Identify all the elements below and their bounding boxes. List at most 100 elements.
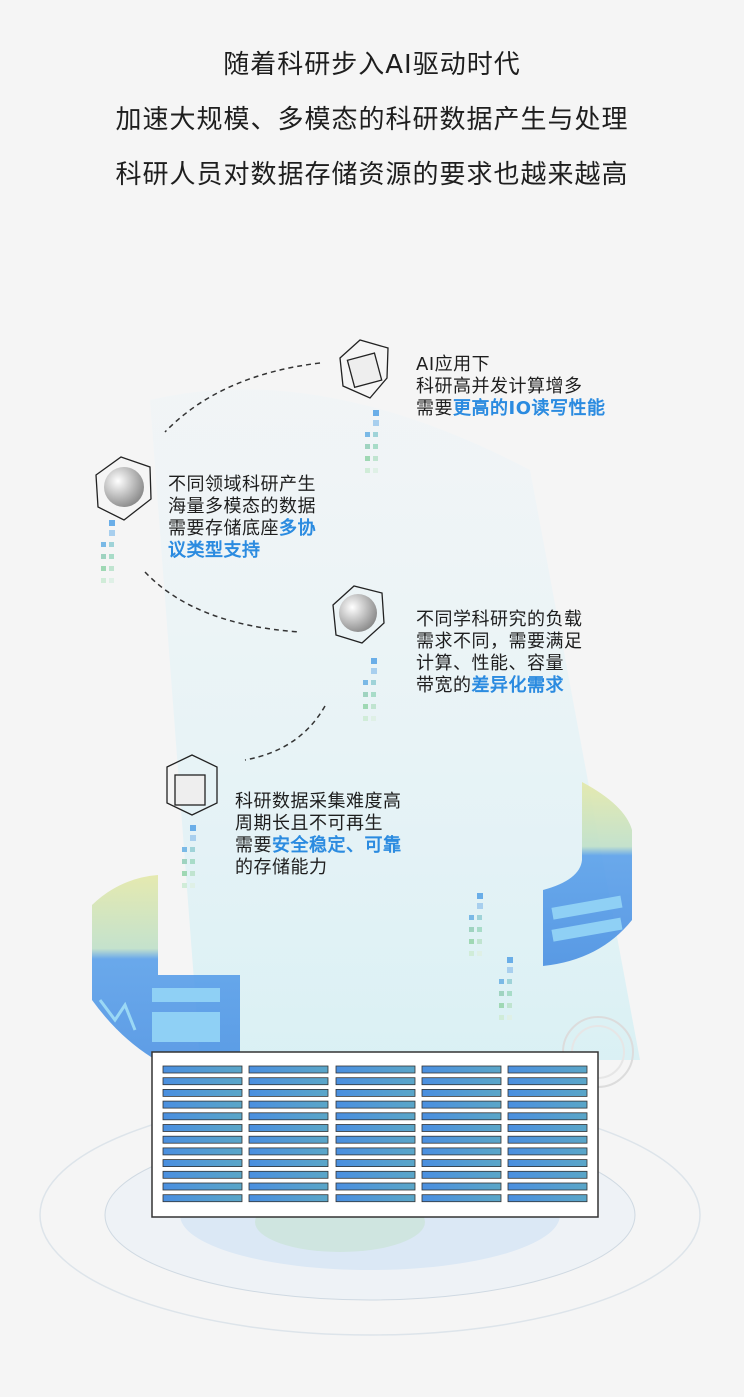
pulse-dot bbox=[371, 668, 377, 674]
pulse-dot bbox=[190, 825, 196, 831]
connector-arc bbox=[144, 571, 301, 633]
pulse-dot bbox=[477, 893, 483, 899]
pulse-dot bbox=[469, 915, 474, 920]
server-bar bbox=[507, 1065, 588, 1074]
server-bar bbox=[335, 1065, 416, 1074]
pulse-dot bbox=[373, 410, 379, 416]
server-bar bbox=[421, 1124, 502, 1132]
server-bar bbox=[507, 1147, 588, 1156]
server-bar bbox=[507, 1194, 588, 1203]
server-bar bbox=[507, 1170, 588, 1179]
pulse-dot bbox=[182, 847, 187, 852]
callout-text: 需求不同，需要满足 bbox=[416, 631, 583, 652]
connector-arc bbox=[244, 705, 326, 761]
pulse-dot bbox=[109, 578, 114, 583]
callout-highlight: 多协 bbox=[279, 518, 316, 539]
pulse-dot bbox=[109, 554, 114, 559]
pulse-dot bbox=[499, 991, 504, 996]
data-pulse-dots bbox=[101, 410, 513, 1020]
callout-highlight: 安全稳定、可靠 bbox=[272, 835, 402, 856]
server-bar bbox=[162, 1077, 243, 1086]
intro-line-1: 随着科研步入AI驱动时代 bbox=[223, 50, 521, 80]
server-bar bbox=[248, 1100, 329, 1109]
pulse-dot bbox=[190, 835, 196, 841]
curved-screen-icon bbox=[92, 875, 240, 1085]
pulse-dot bbox=[499, 1003, 504, 1008]
pulse-dot bbox=[373, 456, 378, 461]
wireframe-cube-icon bbox=[166, 754, 218, 816]
pulse-dot bbox=[365, 444, 370, 449]
server-bar bbox=[248, 1159, 329, 1167]
server-bar bbox=[421, 1112, 502, 1121]
server-rack-icon bbox=[151, 1051, 599, 1218]
server-bar bbox=[335, 1170, 416, 1179]
server-bar bbox=[421, 1147, 502, 1156]
server-bar bbox=[421, 1170, 502, 1179]
server-bar bbox=[507, 1124, 588, 1132]
pulse-dot bbox=[499, 1015, 504, 1020]
pulse-dot bbox=[109, 530, 115, 536]
callout-text: 海量多模态的数据 bbox=[168, 496, 316, 517]
pulse-dot bbox=[365, 432, 370, 437]
callout-differentiated-needs: 不同学科研究的负载 需求不同，需要满足 计算、性能、容量 带宽的差异化需求 bbox=[416, 609, 583, 697]
server-bar bbox=[248, 1124, 329, 1132]
curved-screen-icon bbox=[543, 782, 632, 966]
pulse-dot bbox=[365, 456, 370, 461]
server-bar bbox=[162, 1065, 243, 1074]
server-bar bbox=[248, 1089, 329, 1097]
pulse-dot bbox=[363, 716, 368, 721]
pulse-dot bbox=[507, 1003, 512, 1008]
pulse-dot bbox=[469, 927, 474, 932]
callout-text: 科研数据采集难度高 bbox=[235, 791, 402, 812]
server-bar bbox=[421, 1159, 502, 1167]
callout-text: 的存储能力 bbox=[235, 857, 328, 878]
server-bar bbox=[162, 1100, 243, 1109]
pulse-dot bbox=[371, 692, 376, 697]
callout-text: 计算、性能、容量 bbox=[416, 653, 564, 674]
server-bar bbox=[248, 1194, 329, 1203]
callout-text: 带宽的 bbox=[416, 675, 472, 696]
server-bar bbox=[507, 1135, 588, 1144]
wireframe-sphere-icon bbox=[332, 585, 385, 644]
pulse-dot bbox=[190, 883, 195, 888]
callout-text: 需要 bbox=[235, 835, 272, 856]
server-bar bbox=[248, 1170, 329, 1179]
intro-line-2: 加速大规模、多模态的科研数据产生与处理 bbox=[115, 105, 629, 135]
pulse-dot bbox=[365, 468, 370, 473]
server-bar bbox=[507, 1089, 588, 1097]
server-bar bbox=[335, 1112, 416, 1121]
pulse-dot bbox=[182, 883, 187, 888]
server-bar bbox=[421, 1100, 502, 1109]
server-bar bbox=[162, 1170, 243, 1179]
pulse-dot bbox=[499, 979, 504, 984]
pulse-dot bbox=[182, 859, 187, 864]
server-bar bbox=[421, 1077, 502, 1086]
pulse-dot bbox=[477, 927, 482, 932]
pulse-dot bbox=[109, 566, 114, 571]
server-bar bbox=[335, 1147, 416, 1156]
pulse-dot bbox=[101, 578, 106, 583]
wireframe-cube-icon bbox=[339, 339, 389, 399]
server-bar bbox=[421, 1182, 502, 1191]
pulse-dot bbox=[190, 859, 195, 864]
server-bar bbox=[162, 1159, 243, 1167]
pulse-dot bbox=[477, 903, 483, 909]
callout-highlight: 更高的IO读写性能 bbox=[453, 398, 606, 419]
pulse-dot bbox=[182, 871, 187, 876]
pulse-dot bbox=[507, 991, 512, 996]
server-bar bbox=[162, 1112, 243, 1121]
pulse-dot bbox=[469, 951, 474, 956]
server-bar bbox=[248, 1065, 329, 1074]
pulse-dot bbox=[101, 554, 106, 559]
pulse-dot bbox=[101, 542, 106, 547]
server-bar bbox=[162, 1182, 243, 1191]
server-bar bbox=[248, 1077, 329, 1086]
pulse-dot bbox=[507, 967, 513, 973]
server-bar bbox=[335, 1159, 416, 1167]
server-bar bbox=[421, 1065, 502, 1074]
server-bar bbox=[507, 1182, 588, 1191]
callout-text: 需要 bbox=[416, 398, 453, 419]
server-bar bbox=[335, 1077, 416, 1086]
server-bar bbox=[248, 1182, 329, 1191]
